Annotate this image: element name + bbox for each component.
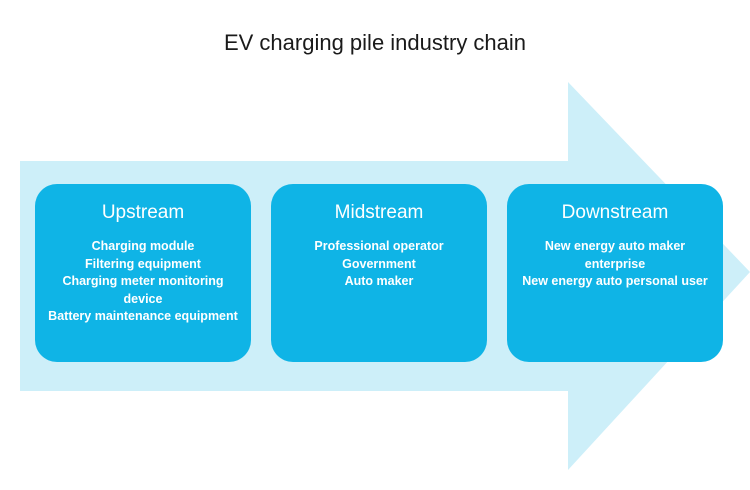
stage-item: Auto maker <box>344 274 414 288</box>
stage-item: New energy auto maker enterprise <box>544 239 686 271</box>
stage-title: Downstream <box>561 202 669 223</box>
stage-item: Battery maintenance equipment <box>48 309 238 323</box>
stage-item: Charging meter monitoring device <box>62 274 224 306</box>
stage-card-midstream: Midstream Professional operator Governme… <box>271 184 487 362</box>
stage-title: Upstream <box>101 202 185 223</box>
stage-item-list: Charging module Filtering equipment Char… <box>35 238 251 326</box>
stage-item: New energy auto personal user <box>522 274 708 288</box>
stage-title: Midstream <box>334 202 424 223</box>
diagram-title: EV charging pile industry chain <box>223 30 527 55</box>
stage-item: Filtering equipment <box>85 256 201 271</box>
stage-card-downstream: Downstream New energy auto maker enterpr… <box>507 184 723 362</box>
stage-item: Government <box>342 256 416 271</box>
stage-item-list: Professional operator Government Auto ma… <box>271 238 487 291</box>
stage-card-upstream: Upstream Charging module Filtering equip… <box>35 184 251 362</box>
stage-item: Professional operator <box>314 239 444 253</box>
stage-item-list: New energy auto maker enterprise New ene… <box>507 238 723 291</box>
stage-item: Charging module <box>91 239 195 253</box>
